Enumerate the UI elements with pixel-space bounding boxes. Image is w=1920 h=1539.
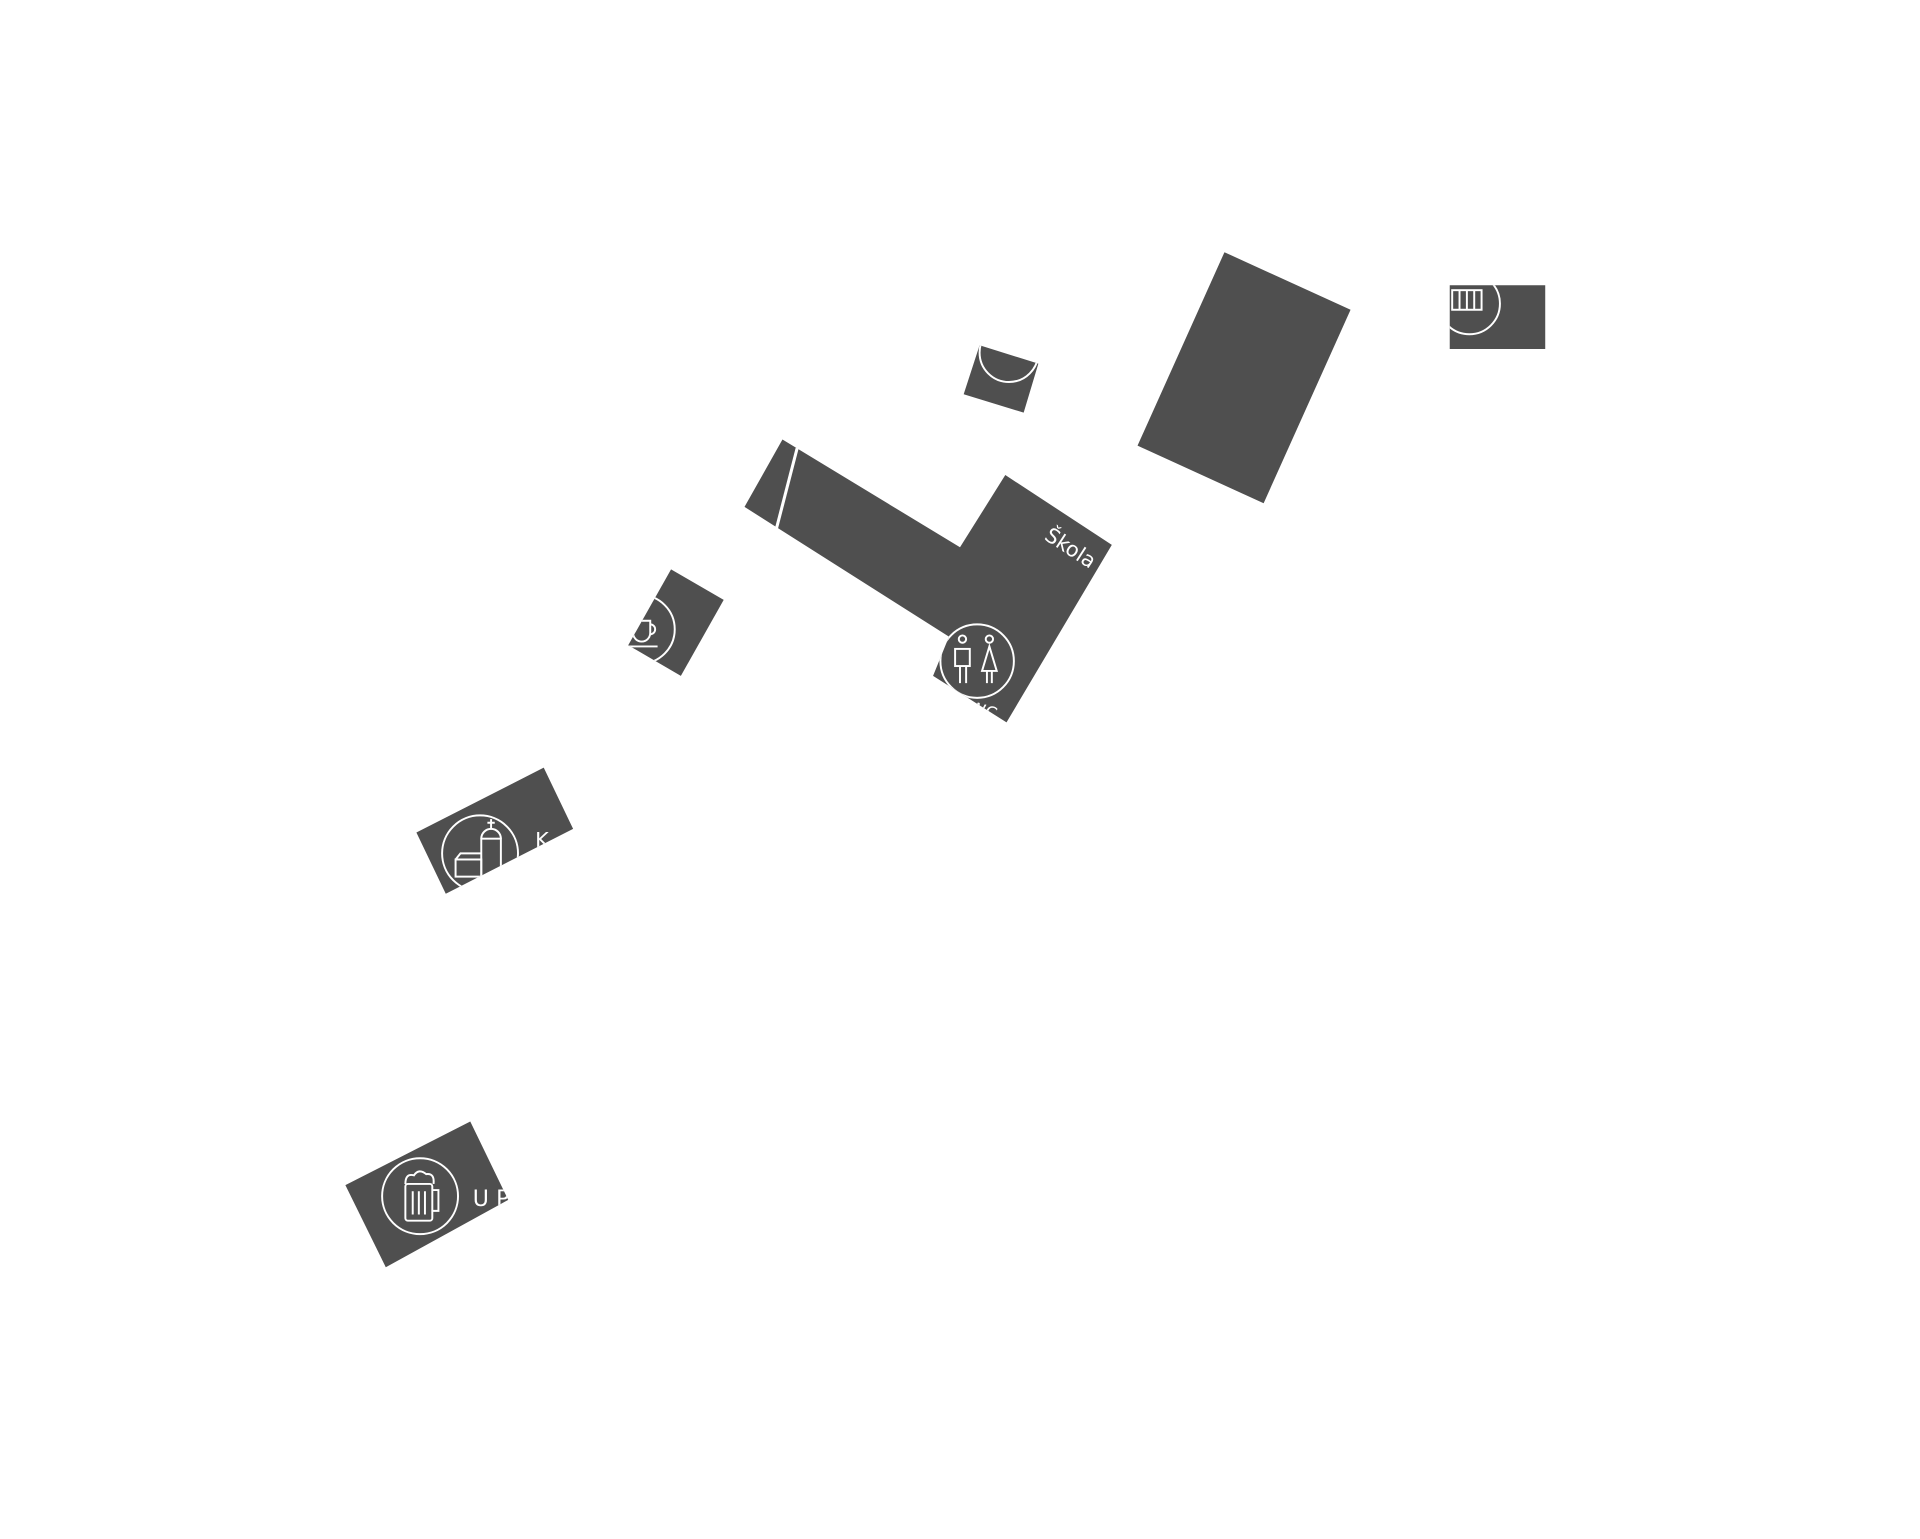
building-cafe[interactable]: [606, 569, 724, 676]
museum-icon: [1449, 285, 1501, 336]
building-school[interactable]: Škola WC: [744, 439, 1112, 725]
church-label: K: [535, 828, 550, 852]
building-small[interactable]: [963, 323, 1039, 413]
beer-icon: [381, 1157, 459, 1236]
pub-label: UP: [473, 1187, 517, 1212]
building-museum[interactable]: [1439, 273, 1546, 349]
building-church[interactable]: K: [416, 767, 574, 894]
building-pub[interactable]: UP: [345, 1121, 517, 1268]
building-large[interactable]: [1137, 252, 1351, 504]
